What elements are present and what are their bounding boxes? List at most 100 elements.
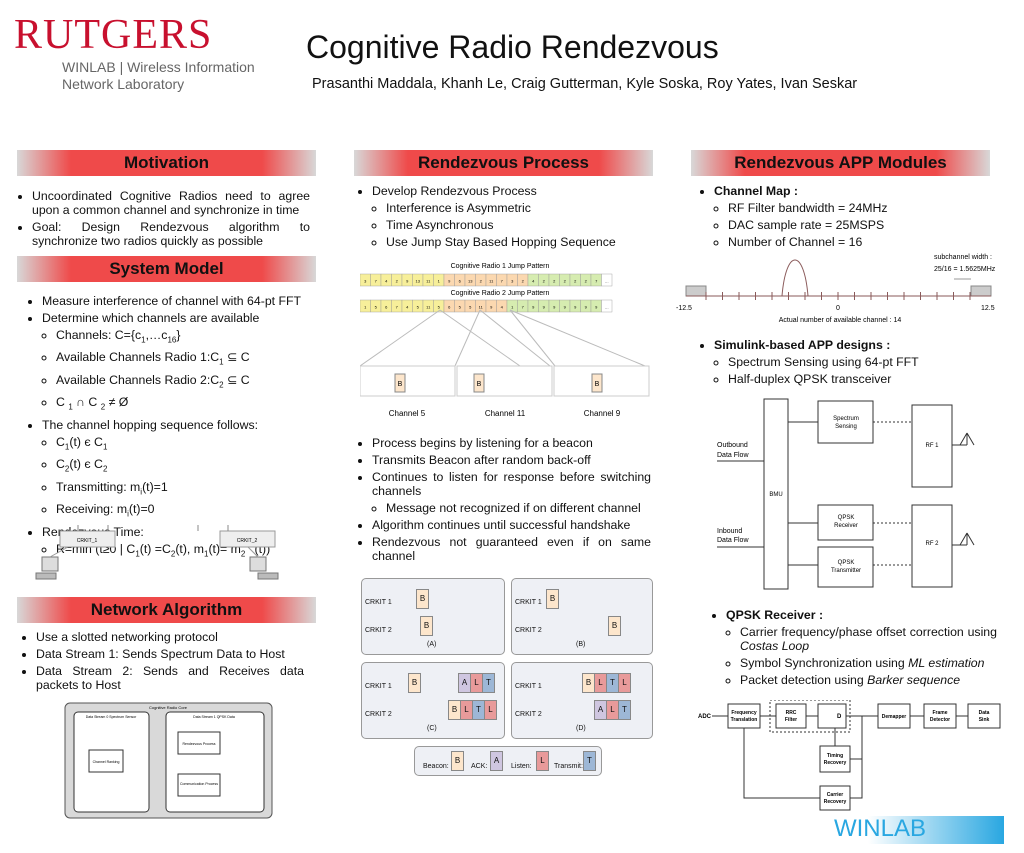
svg-text:Translation: Translation: [731, 717, 758, 723]
svg-text:9: 9: [595, 305, 598, 310]
timing-panel-a: CRKIT 1 CRKIT 2 B B (A): [361, 578, 505, 655]
svg-text:QPSK: QPSK: [838, 560, 855, 566]
svg-text:Outbound: Outbound: [717, 442, 748, 449]
svg-text:Channel 5: Channel 5: [389, 409, 426, 418]
rendezvous-steps: Process begins by listening for a beacon…: [358, 436, 651, 566]
svg-text:2: 2: [522, 279, 525, 284]
svg-text:Data Stream 1 QPSK Data: Data Stream 1 QPSK Data: [193, 715, 235, 719]
svg-text:7: 7: [396, 305, 399, 310]
svg-text:1: 1: [364, 305, 367, 310]
svg-text:12.5: 12.5: [981, 305, 995, 312]
svg-text:Demapper: Demapper: [882, 714, 907, 720]
network-algorithm-heading: Network Algorithm: [17, 597, 316, 623]
simulink-body: Simulink-based APP designs : Spectrum Se…: [700, 338, 995, 389]
svg-text:11: 11: [426, 279, 431, 284]
svg-text:2: 2: [396, 279, 399, 284]
svg-text:5: 5: [459, 305, 462, 310]
svg-text:…: …: [605, 305, 609, 310]
svg-text:3: 3: [364, 279, 367, 284]
svg-text:11: 11: [489, 279, 494, 284]
svg-text:QPSK: QPSK: [838, 515, 855, 521]
svg-text:5: 5: [469, 305, 472, 310]
svg-text:1: 1: [511, 305, 514, 310]
timing-panel-b: CRKIT 1 CRKIT 2 B B (B): [511, 578, 653, 655]
svg-text:5: 5: [375, 305, 378, 310]
svg-text:Channel Ranking: Channel Ranking: [93, 760, 120, 764]
svg-text:Timing: Timing: [827, 753, 843, 759]
svg-text:13: 13: [416, 279, 421, 284]
app-architecture-diagram: Outbound Data Flow Inbound Data Flow BMU…: [717, 398, 975, 590]
qpsk-receiver-diagram: ADC Frequency Translation RRC Filter D D…: [698, 700, 1001, 811]
svg-text:25/16 = 1.5625MHz: 25/16 = 1.5625MHz: [934, 266, 996, 273]
svg-text:RF 2: RF 2: [925, 541, 939, 547]
winlab-gradient-bar: [868, 816, 1004, 844]
svg-text:9: 9: [406, 279, 409, 284]
svg-text:BMU: BMU: [769, 492, 782, 498]
svg-text:2: 2: [543, 279, 546, 284]
svg-text:3: 3: [511, 279, 514, 284]
svg-text:Filter: Filter: [785, 717, 797, 723]
svg-text:Recovery: Recovery: [824, 799, 847, 805]
winlab-logo: WINLAB: [833, 815, 926, 842]
svg-text:Sink: Sink: [979, 717, 990, 723]
rutgers-logo: RUTGERS: [14, 12, 213, 58]
svg-text:4: 4: [501, 305, 504, 310]
svg-text:5: 5: [438, 305, 441, 310]
svg-text:-12.5: -12.5: [676, 305, 692, 312]
svg-text:6: 6: [448, 305, 451, 310]
svg-text:D: D: [837, 714, 842, 720]
svg-text:RRC: RRC: [786, 710, 797, 716]
svg-text:Receiver: Receiver: [834, 523, 858, 529]
svg-text:9: 9: [532, 305, 535, 310]
svg-text:subchannel width :: subchannel width :: [934, 254, 992, 261]
channel-map-body: Channel Map : RF Filter bandwidth = 24MH…: [700, 184, 930, 252]
poster-title: Cognitive Radio Rendezvous: [306, 29, 719, 65]
svg-text:9: 9: [543, 305, 546, 310]
system-model-heading: System Model: [17, 256, 316, 282]
svg-text:Cognitive Radio 1 Jump Pattern: Cognitive Radio 1 Jump Pattern: [451, 263, 550, 270]
svg-text:Data Flow: Data Flow: [717, 537, 749, 544]
svg-text:4: 4: [406, 305, 409, 310]
crkit-hardware-diagram: CRKIT_1 CRKIT_2: [35, 525, 279, 580]
svg-text:Frequency: Frequency: [731, 710, 757, 716]
svg-text:…: …: [605, 279, 609, 284]
network-algorithm-body: Use a slotted networking protocol Data S…: [22, 630, 304, 695]
svg-text:2: 2: [480, 279, 483, 284]
svg-text:RF 1: RF 1: [925, 443, 939, 449]
svg-text:Sensing: Sensing: [835, 424, 857, 430]
channel-map-diagram: subchannel width : 25/16 = 1.5625MHz -12…: [676, 254, 996, 324]
svg-text:Data: Data: [979, 710, 990, 716]
jump-cell: [601, 299, 613, 313]
qpsk-receiver-body: QPSK Receiver : Carrier frequency/phase …: [712, 608, 997, 690]
svg-text:Transmitter: Transmitter: [831, 568, 861, 574]
svg-text:B: B: [477, 381, 482, 388]
svg-text:CRKIT_1: CRKIT_1: [77, 538, 98, 544]
svg-text:CRKIT_2: CRKIT_2: [237, 538, 258, 544]
svg-text:Data Stream 0 Spectrum Sensor: Data Stream 0 Spectrum Sensor: [86, 715, 137, 719]
svg-text:Cognitive Radio Core: Cognitive Radio Core: [149, 705, 188, 710]
svg-text:7: 7: [375, 279, 378, 284]
svg-text:1: 1: [438, 279, 441, 284]
system-model-body: Measure interference of channel with 64-…: [28, 294, 313, 564]
cognitive-radio-core-diagram: Cognitive Radio Core Data Stream 0 Spect…: [64, 702, 273, 819]
svg-text:Rendezvous Process: Rendezvous Process: [182, 742, 215, 746]
svg-text:4: 4: [532, 279, 535, 284]
svg-text:Channel 9: Channel 9: [584, 409, 621, 418]
svg-text:6: 6: [385, 305, 388, 310]
svg-text:2: 2: [585, 279, 588, 284]
svg-text:6: 6: [459, 279, 462, 284]
timing-panel-c: CRKIT 1 CRKIT 2 B A L T B L T L (C): [361, 662, 505, 739]
svg-text:11: 11: [479, 305, 484, 310]
svg-text:9: 9: [574, 305, 577, 310]
svg-text:Frame: Frame: [932, 710, 947, 716]
timing-panel-d: CRKIT 1 CRKIT 2 B L T L A L T (D): [511, 662, 653, 739]
svg-text:7: 7: [595, 279, 598, 284]
svg-text:9: 9: [564, 305, 567, 310]
svg-text:7: 7: [501, 279, 504, 284]
svg-text:7: 7: [522, 305, 525, 310]
motivation-body: Uncoordinated Cognitive Radios need to a…: [18, 189, 310, 251]
svg-text:Carrier: Carrier: [827, 792, 843, 798]
rendezvous-heading: Rendezvous Process: [354, 150, 653, 176]
svg-text:Spectrum: Spectrum: [833, 416, 859, 422]
svg-text:Actual number of available cha: Actual number of available channel : 14: [779, 317, 902, 324]
